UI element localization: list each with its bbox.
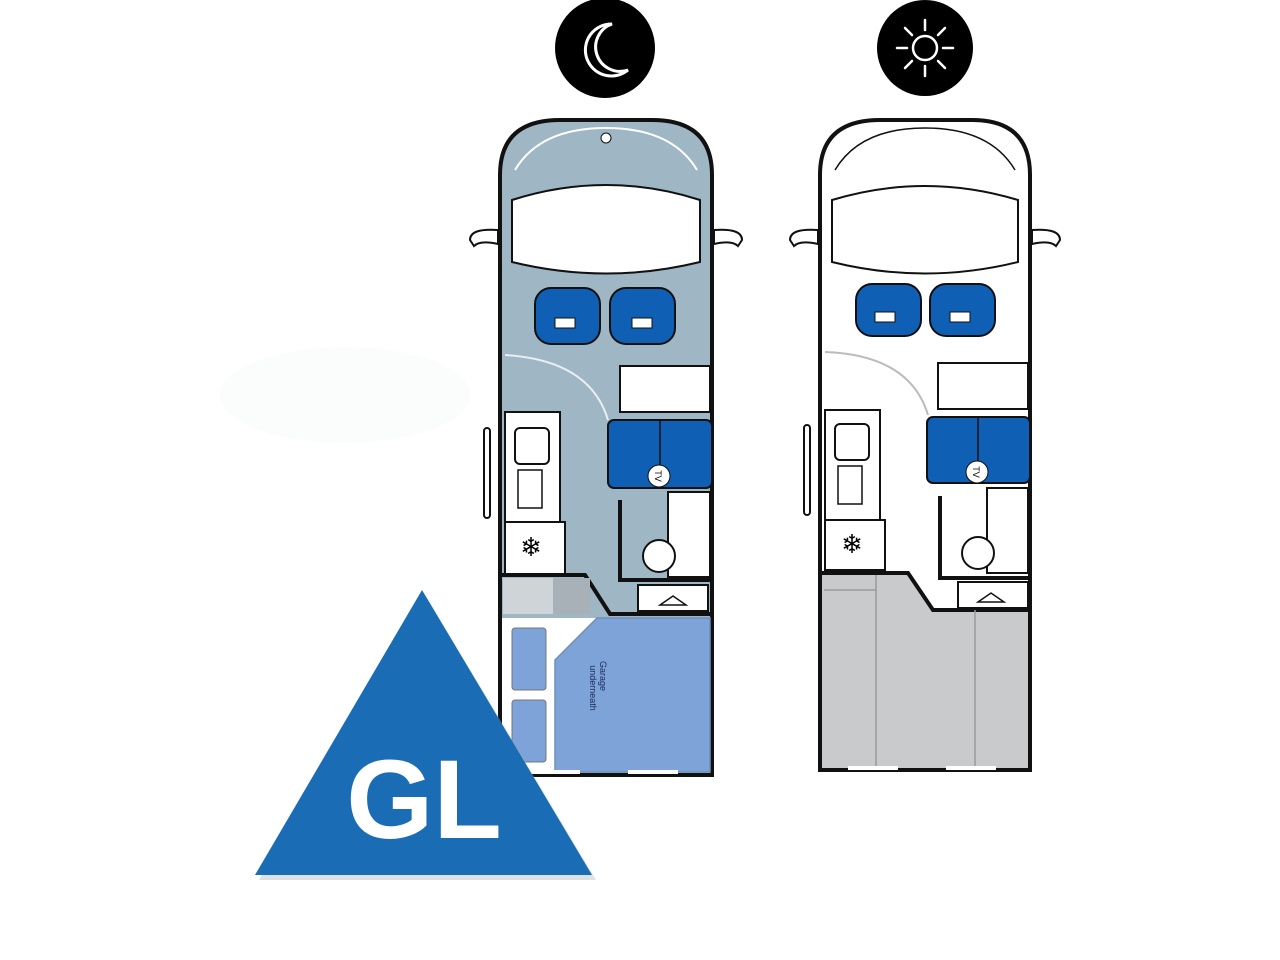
floorplan-shape	[855, 283, 922, 337]
badge-triangle	[255, 590, 592, 875]
garage-label: Garage	[598, 661, 608, 691]
mirror-left	[468, 228, 499, 248]
side-door-handle	[483, 427, 491, 519]
floorplan-shape	[903, 26, 914, 37]
floorplan-shape	[609, 287, 676, 345]
tv-label: TV	[653, 470, 663, 482]
night-layout-floorplan: ❄ TV Garage underneath	[468, 118, 744, 777]
background-blur	[220, 347, 470, 443]
bathroom	[667, 491, 711, 578]
hob	[517, 469, 543, 509]
mirror-right	[713, 228, 744, 248]
floorplan-shape	[903, 59, 914, 70]
cab-seat-right	[929, 283, 996, 337]
gl-badge: GL	[255, 590, 596, 880]
floorplan-shape	[936, 26, 947, 37]
cab-seat-left	[534, 287, 601, 345]
windscreen	[514, 126, 698, 171]
rear-partition	[500, 573, 712, 616]
floorplan-shape	[583, 22, 629, 78]
moon-icon	[555, 0, 655, 98]
door-swing	[824, 351, 929, 416]
side-door-handle	[803, 424, 811, 516]
dining-table	[619, 365, 711, 413]
wardrobe	[637, 584, 709, 612]
storage-step	[503, 578, 553, 614]
badge-label: GL	[346, 737, 502, 862]
floorplan-shape	[929, 283, 996, 337]
pillow	[511, 699, 547, 763]
toilet	[961, 536, 995, 570]
mirror-right	[1031, 228, 1062, 248]
bathroom-wall	[938, 496, 1030, 580]
floorplan-shape	[911, 34, 939, 62]
fridge	[824, 519, 886, 571]
rear-door	[848, 766, 898, 770]
rear-door	[628, 770, 678, 774]
fridge	[504, 521, 566, 575]
garage-label-2: underneath	[588, 665, 598, 711]
toilet	[642, 539, 676, 573]
rear-partition	[822, 571, 1030, 612]
pillow	[511, 627, 547, 691]
dining-table	[937, 362, 1029, 410]
sun-icon	[877, 0, 973, 96]
drop-down-bed	[511, 184, 701, 275]
floorplan-shape	[555, 0, 655, 98]
roof-light	[600, 132, 612, 144]
tv-marker	[965, 460, 989, 484]
floorplan-shape	[554, 317, 576, 329]
day-layout-floorplan: ❄ TV	[788, 118, 1062, 772]
snowflake-icon: ❄	[841, 529, 863, 559]
floorplan-shape	[877, 0, 973, 96]
floorplan-shape	[631, 317, 653, 329]
rear-door	[530, 770, 580, 774]
hanger-icon	[657, 595, 689, 606]
windscreen	[834, 127, 1016, 171]
door-swing	[504, 354, 609, 421]
tv-label: TV	[971, 466, 981, 478]
mirror-left	[788, 228, 819, 248]
cab-seat-right	[609, 287, 676, 345]
sink	[834, 423, 870, 461]
rear-bed-garage	[554, 617, 711, 773]
cab-seat-left	[855, 283, 922, 337]
floorplan-shape	[895, 18, 955, 78]
floorplan-shape	[553, 578, 590, 614]
bathroom-wall	[618, 500, 712, 582]
sink	[514, 427, 550, 465]
hob	[837, 465, 863, 505]
floorplan-shape	[949, 311, 971, 323]
floorplan-shape	[534, 287, 601, 345]
drop-down-bed	[831, 185, 1019, 275]
snowflake-icon: ❄	[520, 532, 542, 562]
rear-door	[946, 766, 996, 770]
tv-marker	[647, 464, 671, 488]
rear-seating-area	[822, 573, 1028, 768]
hanger-icon	[975, 592, 1007, 603]
floorplan-shape	[936, 59, 947, 70]
floorplan-shape	[874, 311, 896, 323]
